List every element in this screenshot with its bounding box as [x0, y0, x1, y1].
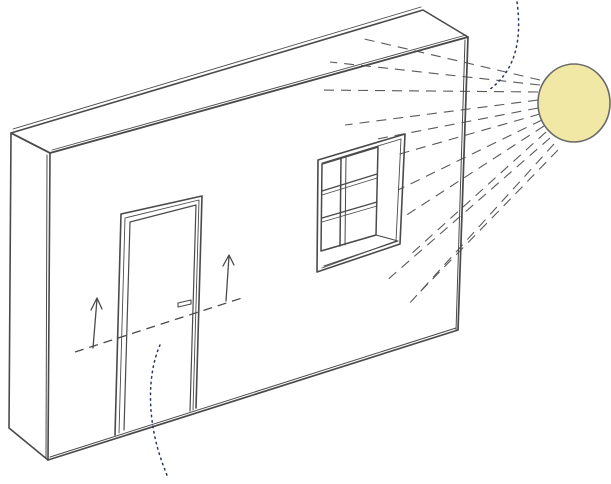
sun-ray — [372, 108, 538, 140]
window — [317, 134, 405, 272]
sun-ray — [402, 126, 544, 218]
sun-ray — [420, 150, 558, 292]
up-arrow-icon — [223, 255, 234, 301]
sun-ray — [385, 138, 550, 282]
leader-line-bottom — [150, 345, 168, 478]
sun-ray — [345, 100, 538, 125]
sun-icon — [538, 64, 610, 142]
sun-rays — [318, 38, 558, 305]
window-frame-inner — [321, 147, 378, 251]
window-sill — [321, 235, 398, 266]
sun-ray — [330, 62, 540, 85]
sun-ray — [410, 132, 546, 255]
wall-top-face — [11, 7, 468, 153]
door-handle — [178, 300, 191, 307]
sun-ray — [396, 114, 540, 155]
leader-line-top — [489, 2, 519, 90]
sun-ray — [318, 90, 538, 92]
wall-side-face — [9, 133, 50, 460]
up-arrow-icon — [91, 298, 102, 348]
sun-ray — [408, 144, 554, 305]
door — [115, 196, 202, 435]
